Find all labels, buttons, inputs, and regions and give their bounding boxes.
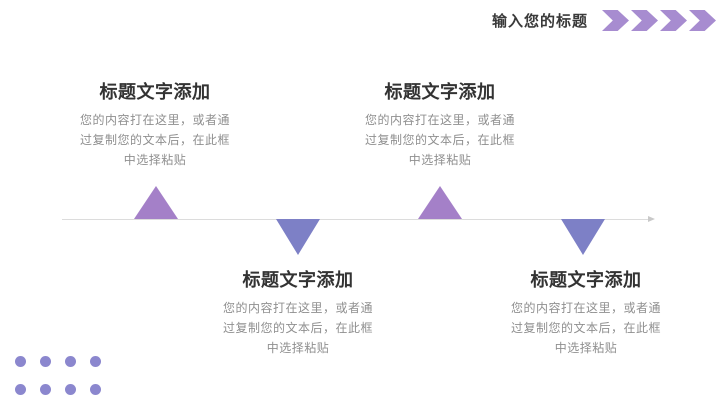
item-body-line: 中选择粘贴 <box>123 153 187 167</box>
triangle-down-marker <box>276 219 320 255</box>
item-body-line: 中选择粘贴 <box>408 153 472 167</box>
dot-icon <box>65 356 76 367</box>
timeline-item-1: 标题文字添加 您的内容打在这里，或者通 过复制您的文本后，在此框 中选择粘贴 <box>70 80 240 170</box>
chevron-right-icon <box>602 10 629 31</box>
item-body-line: 过复制您的文本后，在此框 <box>79 133 230 147</box>
dot-icon <box>65 384 76 395</box>
chevron-right-icon <box>689 10 716 31</box>
item-heading: 标题文字添加 <box>384 82 496 102</box>
slide-title: 输入您的标题 <box>491 13 588 30</box>
item-body-line: 过复制您的文本后，在此框 <box>364 133 515 147</box>
triangle-down-marker <box>561 219 605 255</box>
timeline-arrowhead-icon <box>648 216 655 222</box>
item-heading: 标题文字添加 <box>530 270 642 290</box>
item-body-line: 您的内容打在这里，或者通 <box>79 113 230 127</box>
dot-icon <box>90 384 101 395</box>
dot-icon <box>15 384 26 395</box>
dot-icon <box>40 384 51 395</box>
item-body-line: 您的内容打在这里，或者通 <box>222 301 373 315</box>
dot-icon <box>15 356 26 367</box>
item-body-line: 您的内容打在这里，或者通 <box>510 301 661 315</box>
item-body-line: 中选择粘贴 <box>266 341 330 355</box>
item-heading: 标题文字添加 <box>99 82 211 102</box>
item-body-line: 过复制您的文本后，在此框 <box>510 321 661 335</box>
item-body-line: 中选择粘贴 <box>554 341 618 355</box>
item-body-line: 您的内容打在这里，或者通 <box>364 113 515 127</box>
item-body-line: 过复制您的文本后，在此框 <box>222 321 373 335</box>
dot-icon <box>90 356 101 367</box>
triangle-up-marker <box>134 186 178 219</box>
triangle-up-marker <box>418 186 462 219</box>
timeline-item-4: 标题文字添加 您的内容打在这里，或者通 过复制您的文本后，在此框 中选择粘贴 <box>501 268 671 358</box>
chevron-row <box>602 10 716 31</box>
timeline-item-2: 标题文字添加 您的内容打在这里，或者通 过复制您的文本后，在此框 中选择粘贴 <box>213 268 383 358</box>
dot-icon <box>40 356 51 367</box>
timeline-item-3: 标题文字添加 您的内容打在这里，或者通 过复制您的文本后，在此框 中选择粘贴 <box>355 80 525 170</box>
item-heading: 标题文字添加 <box>242 270 354 290</box>
timeline-line <box>62 219 649 220</box>
dot-grid-decoration <box>15 356 101 395</box>
chevron-right-icon <box>660 10 687 31</box>
slide-header: 输入您的标题 <box>492 10 716 31</box>
chevron-right-icon <box>631 10 658 31</box>
